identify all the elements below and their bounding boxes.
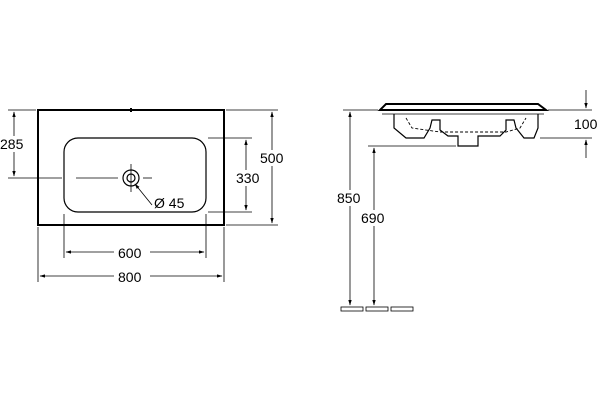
floor-marker-left [340, 306, 364, 312]
dim-600-label: 600 [118, 245, 142, 261]
dim-850-label: 850 [337, 190, 361, 206]
floor-marker-center [365, 306, 389, 312]
side-view: 850 690 100 [336, 90, 598, 312]
floor-marker-right [390, 306, 414, 312]
dim-800-label: 800 [118, 269, 142, 285]
drain-leader-line [134, 183, 153, 206]
dim-330-label: 330 [236, 170, 260, 186]
dim-285-label: 285 [0, 136, 24, 152]
dim-690-label: 690 [361, 210, 385, 226]
basin-profile-body [393, 114, 539, 147]
dim-500-label: 500 [260, 150, 284, 166]
drain-diameter-label: Ø 45 [154, 195, 185, 211]
basin-profile-bowl-hidden [405, 117, 527, 133]
basin-inner-bowl [63, 137, 207, 213]
top-view: Ø 45 285 500 330 600 800 [0, 108, 292, 285]
dim-100-label: 100 [574, 116, 598, 132]
